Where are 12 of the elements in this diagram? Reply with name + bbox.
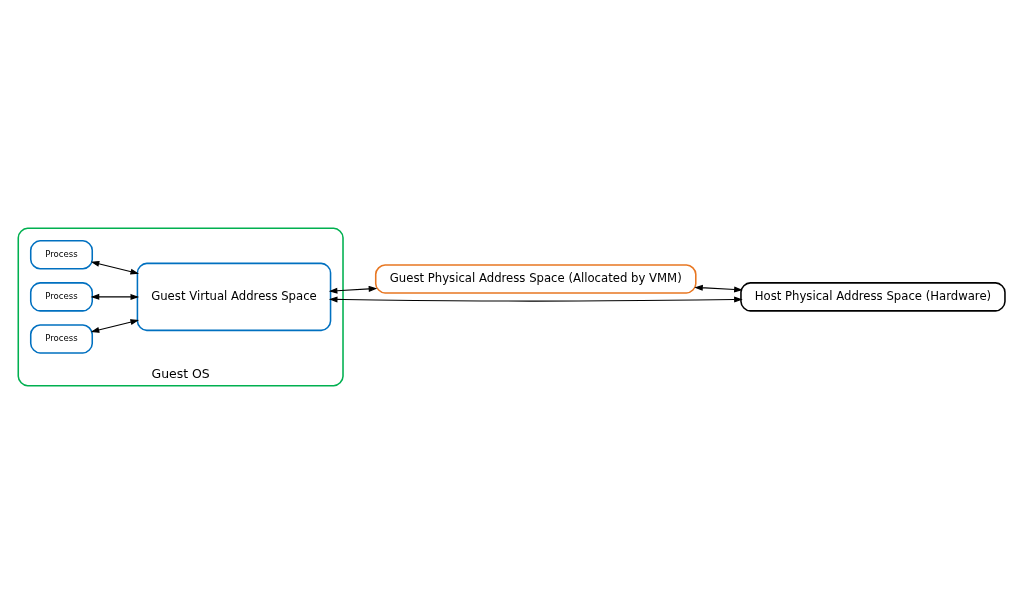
arrow: [90, 293, 140, 300]
arrow: [694, 284, 743, 293]
node-box: Guest Physical Address Space (Allocated by VMM): [374, 264, 697, 294]
node-box: Host Physical Address Space (Hardware): [740, 282, 1006, 312]
arrow: [90, 319, 140, 333]
arrow: [328, 296, 743, 303]
node-box: Guest Virtual Address Space: [136, 262, 332, 332]
node-box: Process: [29, 240, 94, 270]
node-box: Process: [29, 282, 94, 312]
node-box: Process: [29, 324, 94, 354]
arrow: [328, 285, 378, 294]
arrow: [90, 260, 140, 275]
